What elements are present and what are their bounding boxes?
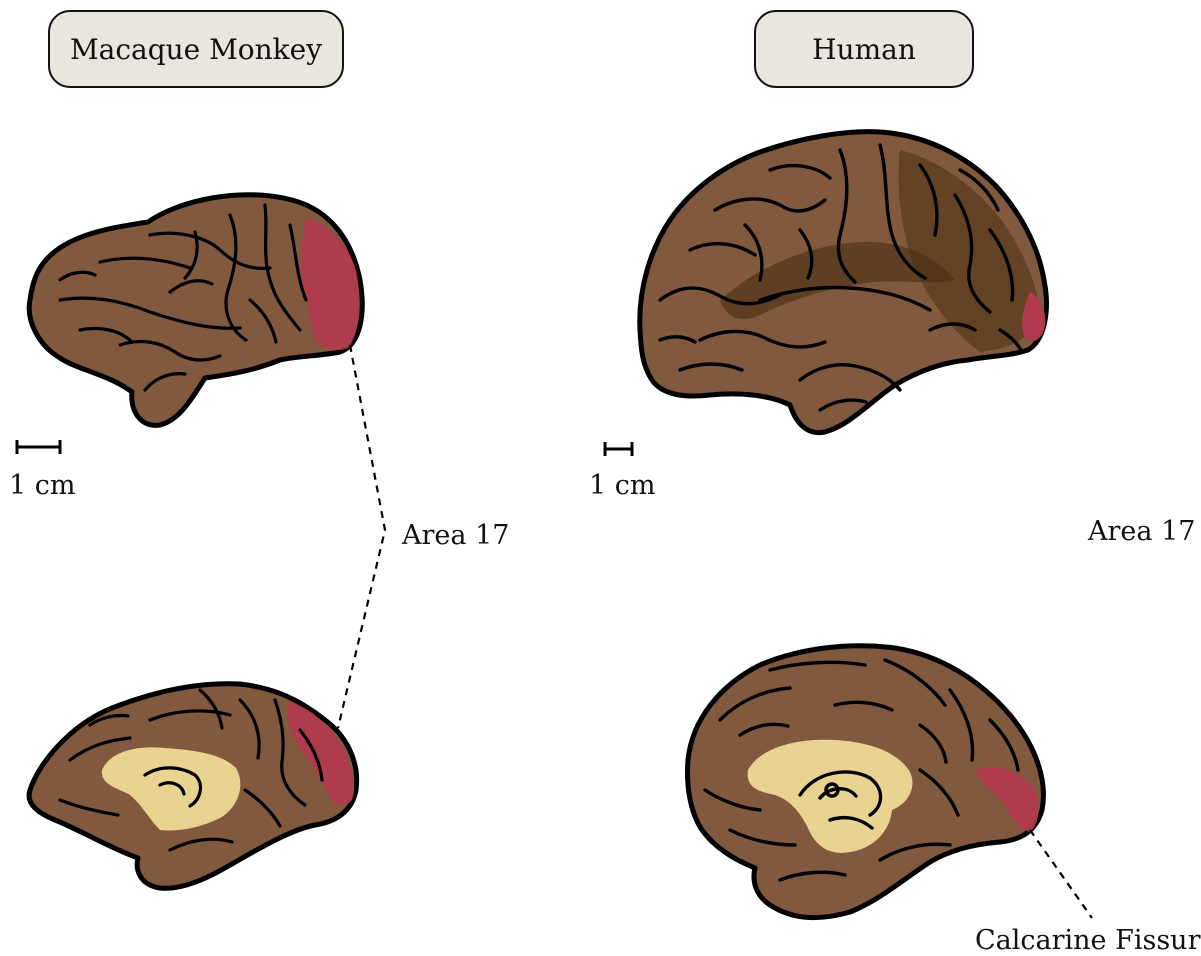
monkey-area17-leader bbox=[338, 345, 385, 728]
monkey-scale-bar bbox=[17, 440, 60, 454]
human-scale-label: 1 cm bbox=[589, 470, 656, 501]
calcarine-leader bbox=[1030, 830, 1092, 918]
human-area17-label: Area 17 bbox=[1088, 516, 1195, 547]
human-scale-bar bbox=[605, 442, 632, 456]
monkey-area17-label: Area 17 bbox=[402, 520, 509, 551]
monkey-scale-label: 1 cm bbox=[9, 470, 76, 501]
monkey-medial-brain bbox=[29, 684, 357, 889]
calcarine-fissure-label: Calcarine Fissure bbox=[975, 925, 1201, 956]
monkey-lateral-brain bbox=[29, 195, 362, 426]
human-lateral-brain bbox=[640, 132, 1047, 433]
human-medial-brain bbox=[688, 646, 1044, 918]
